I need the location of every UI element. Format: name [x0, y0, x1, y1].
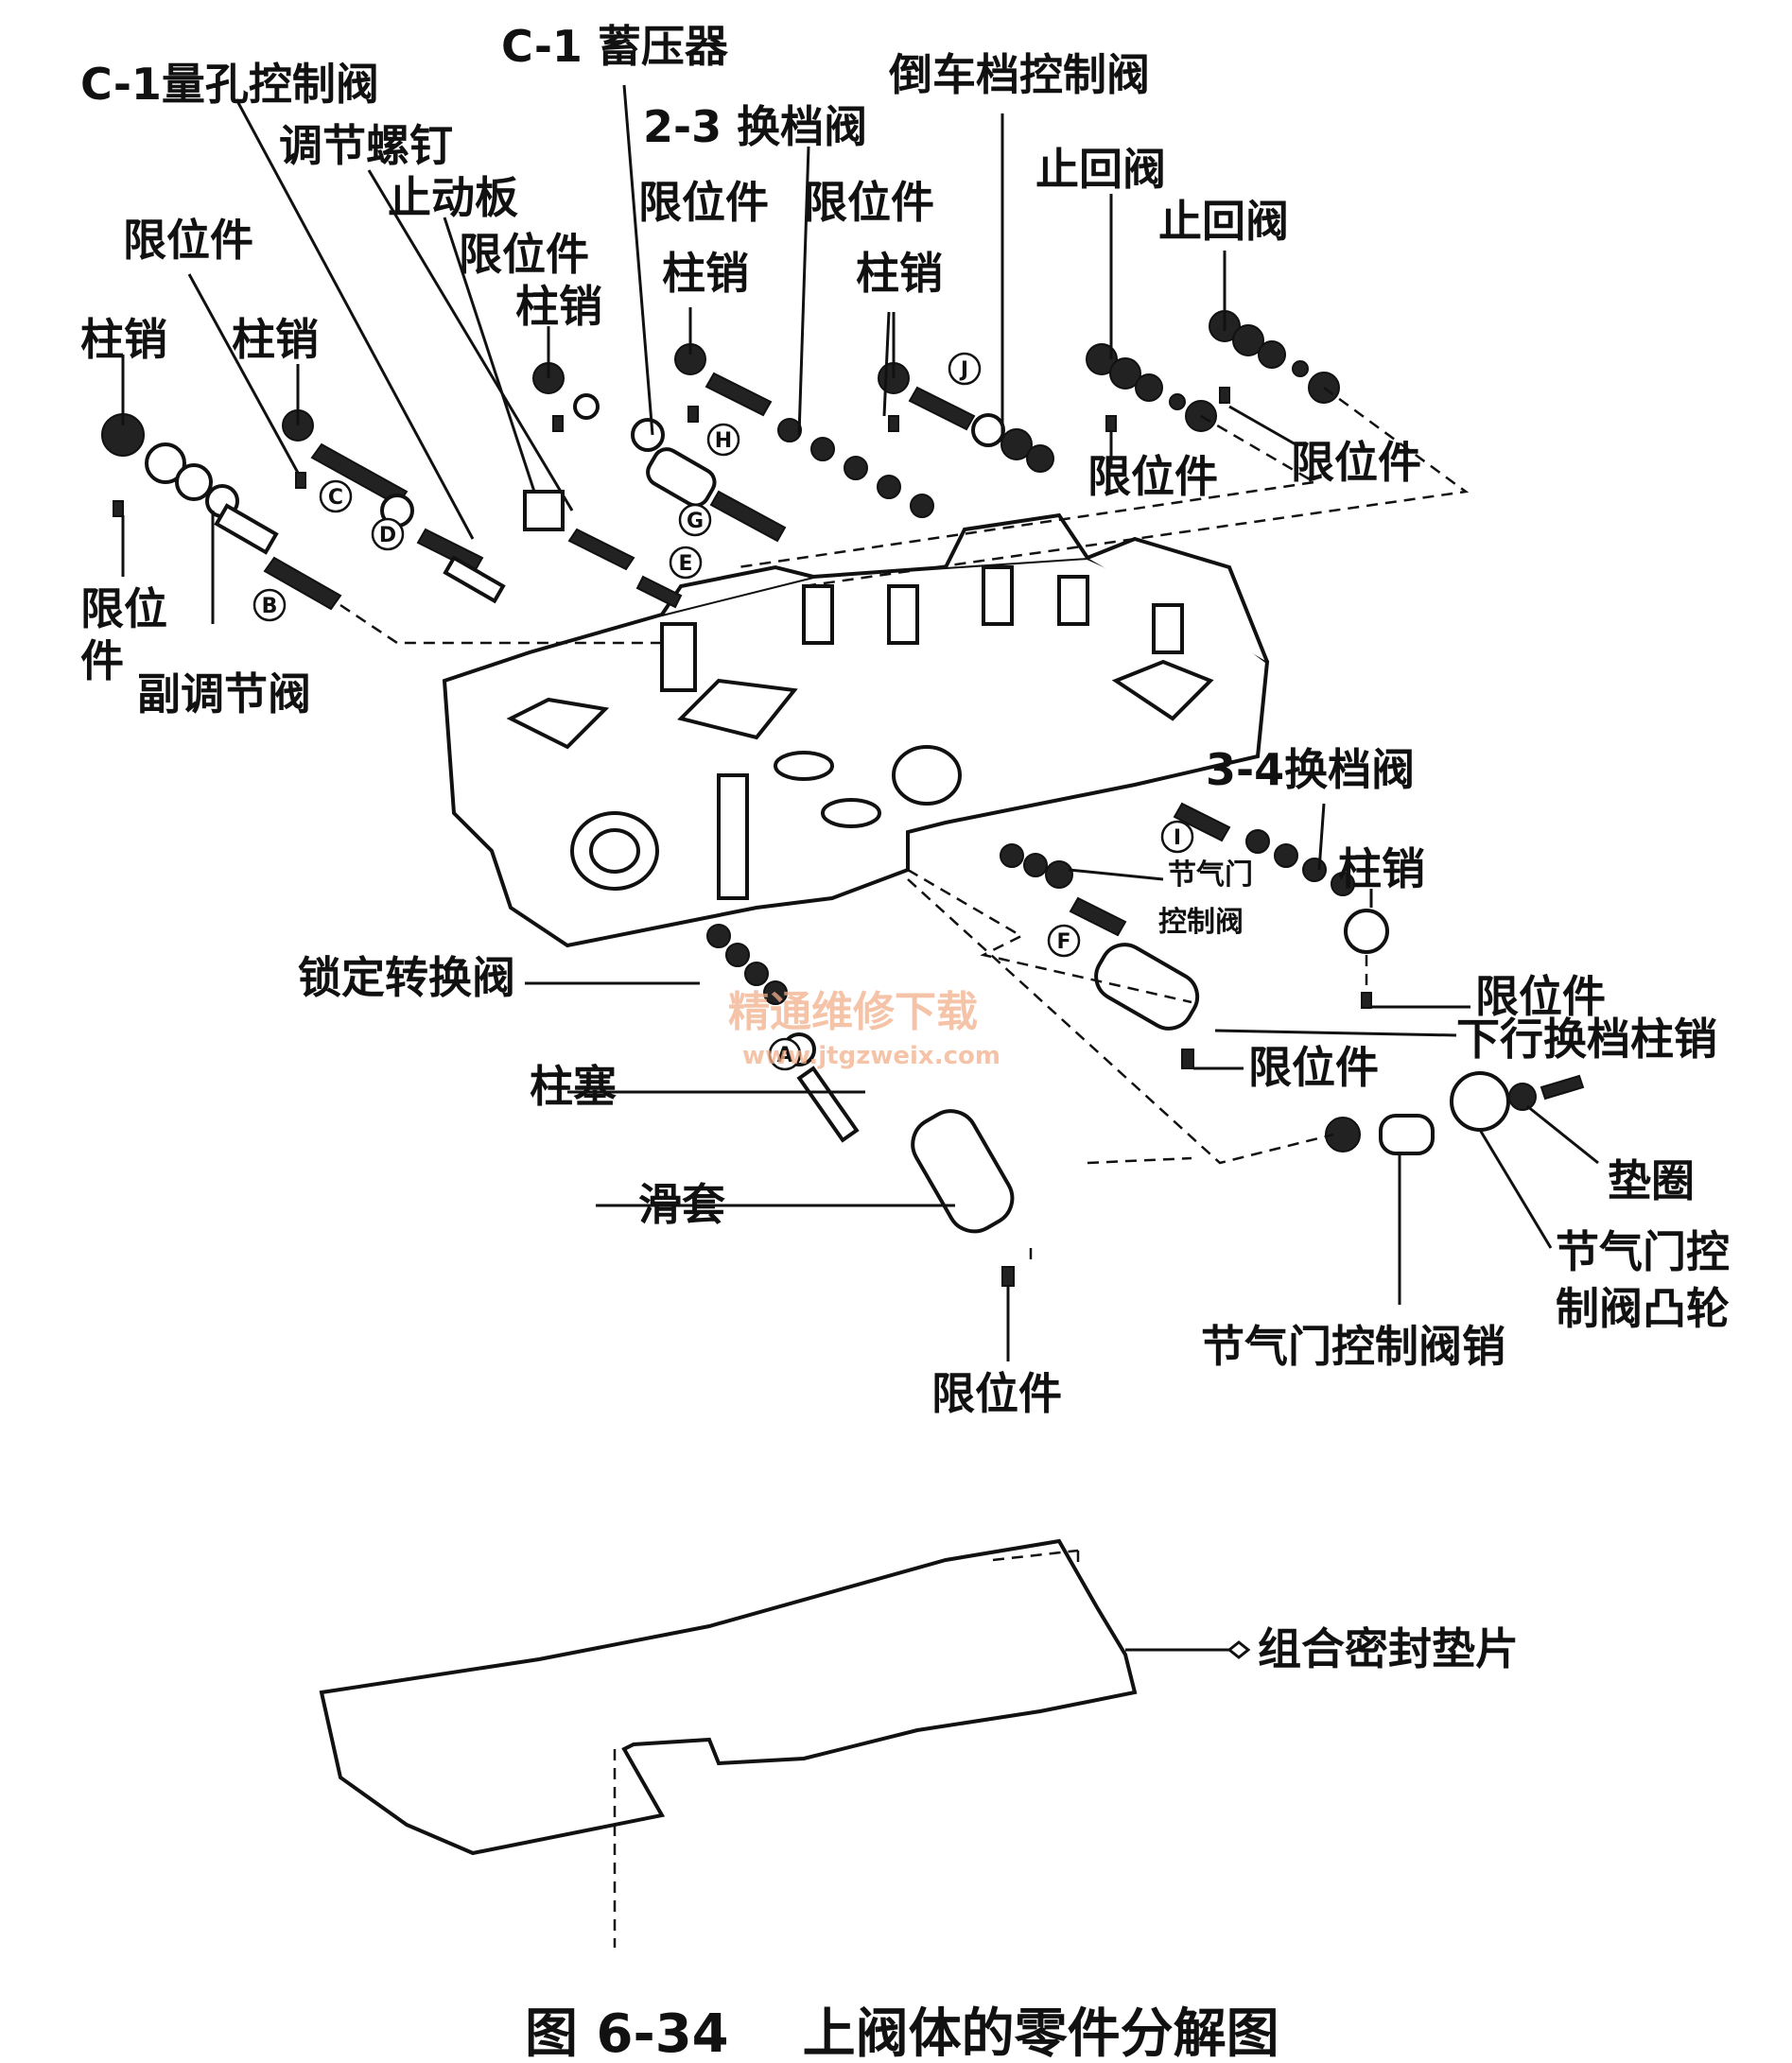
marker-e: E — [669, 546, 703, 580]
label-lockup-relay-valve: 锁定转换阀 — [298, 952, 515, 1003]
label-check-valve-1: 止回阀 — [1035, 144, 1166, 195]
label-retainer-c: 限位件 — [459, 229, 589, 280]
label-plunger: 柱塞 — [530, 1061, 617, 1112]
marker-b: B — [252, 588, 287, 622]
marker-g: G — [678, 503, 712, 537]
label-retainer-a: 限位件 — [638, 177, 769, 228]
label-stop-plate: 止动板 — [388, 172, 518, 223]
label-retainer-left-1: 限位 — [80, 583, 167, 634]
label-pin-e: 柱销 — [856, 248, 943, 299]
label-c1-accumulator: C-1 蓄压器 — [501, 21, 729, 72]
label-retainer-34: 限位件 — [1475, 971, 1606, 1022]
leader-lines — [121, 84, 1599, 1659]
label-throttle-cam-1: 节气门控 — [1556, 1226, 1730, 1277]
label-pin-mid: 柱销 — [232, 314, 319, 365]
svg-text:J: J — [959, 358, 968, 382]
label-retainer-cv2: 限位件 — [1291, 437, 1421, 488]
label-pin-34: 柱销 — [1338, 843, 1425, 894]
marker-i: I — [1160, 820, 1194, 854]
label-retainer-left-2: 件 — [80, 635, 124, 686]
svg-text:D: D — [379, 524, 396, 547]
label-pin-c: 柱销 — [515, 281, 602, 332]
svg-text:C: C — [328, 486, 343, 510]
svg-text:I: I — [1174, 826, 1181, 850]
svg-text:B: B — [262, 595, 278, 618]
labels: C-1量孔控制阀 C-1 蓄压器 倒车档控制阀 调节螺钉 2-3 换档阀 止动板… — [80, 21, 1730, 1674]
label-throttle-valve-2: 控制阀 — [1158, 906, 1244, 939]
label-gasket: 组合密封垫片 — [1258, 1623, 1519, 1674]
svg-text:F: F — [1056, 930, 1070, 954]
label-sleeve: 滑套 — [638, 1179, 725, 1230]
svg-text:H: H — [715, 429, 732, 453]
label-pin-d: 柱销 — [662, 248, 749, 299]
gasket-plate — [319, 1538, 1138, 1856]
label-throttle-pin: 节气门控制阀销 — [1201, 1321, 1505, 1372]
label-throttle-valve-1: 节气门 — [1168, 858, 1253, 892]
label-washer: 垫圈 — [1608, 1155, 1695, 1206]
upper-valve-body — [442, 512, 1270, 948]
label-34-shift-valve: 3-4换档阀 — [1206, 744, 1415, 795]
label-pin-left: 柱销 — [80, 314, 167, 365]
marker-h: H — [706, 423, 740, 457]
marker-d: D — [371, 517, 405, 551]
marker-c: C — [319, 479, 353, 513]
alignment-lines — [339, 386, 1470, 1948]
label-retainer-cv1: 限位件 — [1087, 451, 1218, 502]
label-check-valve-2: 止回阀 — [1158, 196, 1289, 247]
label-secondary-regulator: 副调节阀 — [137, 668, 311, 719]
label-throttle-cam-2: 制阀凸轮 — [1556, 1283, 1730, 1334]
label-adjust-screw: 调节螺钉 — [279, 120, 453, 171]
watermark-url: www.jtgzweix.com — [742, 1042, 1000, 1070]
svg-text:E: E — [678, 552, 692, 576]
label-c1-orifice-valve: C-1量孔控制阀 — [80, 59, 379, 110]
marker-j: J — [948, 352, 982, 386]
label-retainer-b: 限位件 — [804, 177, 934, 228]
label-downshift-plug: 下行换档柱销 — [1456, 1014, 1717, 1065]
watermark-cn: 精通维修下载 — [728, 988, 978, 1036]
label-retainer-downshift: 限位件 — [1248, 1042, 1379, 1093]
svg-text:A: A — [776, 1044, 792, 1067]
label-retainer-top-left: 限位件 — [123, 215, 253, 266]
svg-text:G: G — [687, 510, 704, 533]
label-reverse-control-valve: 倒车档控制阀 — [888, 49, 1150, 100]
circled-markers: A B C D E F G H I J — [252, 352, 1194, 1071]
label-23-shift-valve: 2-3 换档阀 — [643, 101, 867, 152]
marker-a: A — [768, 1037, 802, 1071]
marker-f: F — [1047, 924, 1081, 958]
figure-caption: 图 6-34 上阀体的零件分解图 — [525, 2003, 1279, 2063]
label-retainer-bottom: 限位件 — [931, 1368, 1062, 1419]
